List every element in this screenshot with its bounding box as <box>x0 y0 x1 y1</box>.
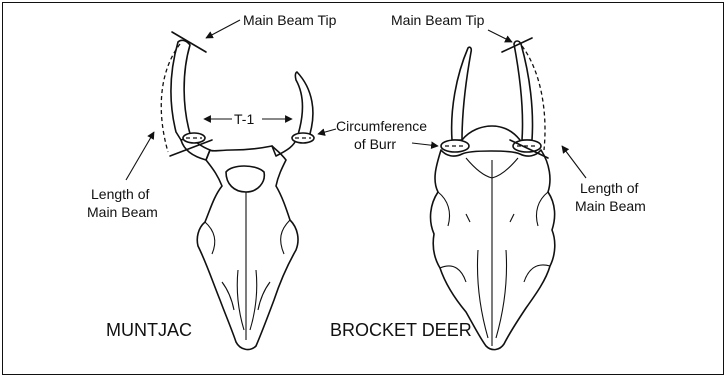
brocket-right-antler <box>514 41 533 140</box>
brocket-left-antler <box>452 47 472 140</box>
brocket-cranium <box>462 126 520 140</box>
muntjac-eye-left <box>205 222 215 254</box>
muntjac-tip-arrow <box>206 20 240 38</box>
label-length-right-line2: Main Beam <box>575 198 646 214</box>
muntjac-cheek-right <box>258 282 270 310</box>
muntjac-skull <box>171 40 314 349</box>
muntjac-eye-right <box>281 220 290 254</box>
brocket-length-arrow <box>562 146 586 178</box>
label-main-beam-tip-left: Main Beam Tip <box>243 12 337 28</box>
muntjac-measurements <box>126 20 292 180</box>
brocket-orbit-right <box>536 192 548 226</box>
circumference-arrow-left <box>318 129 336 134</box>
muntjac-left-antler <box>171 40 191 140</box>
brocket-left-burr <box>441 140 469 152</box>
label-circumference-line1: Circumference <box>336 118 427 134</box>
circumference-arrow-right <box>412 143 438 146</box>
muntjac-cheek-left <box>222 282 234 310</box>
brocket-cheek-right <box>524 265 550 282</box>
brocket-tip-arrow <box>488 30 512 42</box>
muntjac-forehead <box>226 166 264 192</box>
brocket-nasal-left <box>477 250 488 338</box>
brocket-nasal-right <box>496 250 507 338</box>
muntjac-length-arrow <box>126 132 154 180</box>
brocket-foramen-right <box>510 214 514 222</box>
brocket-foramen-left <box>466 214 470 222</box>
label-length-left-line1: Length of <box>91 186 149 202</box>
label-muntjac: MUNTJAC <box>106 320 192 340</box>
label-main-beam-tip-right: Main Beam Tip <box>391 12 485 28</box>
muntjac-right-burr <box>292 133 314 143</box>
label-brocket-deer: BROCKET DEER <box>330 320 472 340</box>
muntjac-right-antler <box>295 72 313 140</box>
muntjac-left-burr <box>183 133 205 143</box>
label-length-right-line1: Length of <box>580 180 638 196</box>
muntjac-nasal-right <box>250 270 257 330</box>
muntjac-nasal-left <box>237 270 244 330</box>
brocket-tip-tick <box>502 38 532 52</box>
brocket-measurements <box>488 30 586 178</box>
brocket-orbit-left <box>438 192 450 226</box>
muntjac-skull-outline <box>197 146 298 349</box>
brocket-right-burr <box>513 140 541 152</box>
brocket-skull <box>431 41 555 350</box>
label-length-left-line2: Main Beam <box>87 204 158 220</box>
label-t1: T-1 <box>234 111 254 127</box>
label-circumference-line2: of Burr <box>354 136 396 152</box>
